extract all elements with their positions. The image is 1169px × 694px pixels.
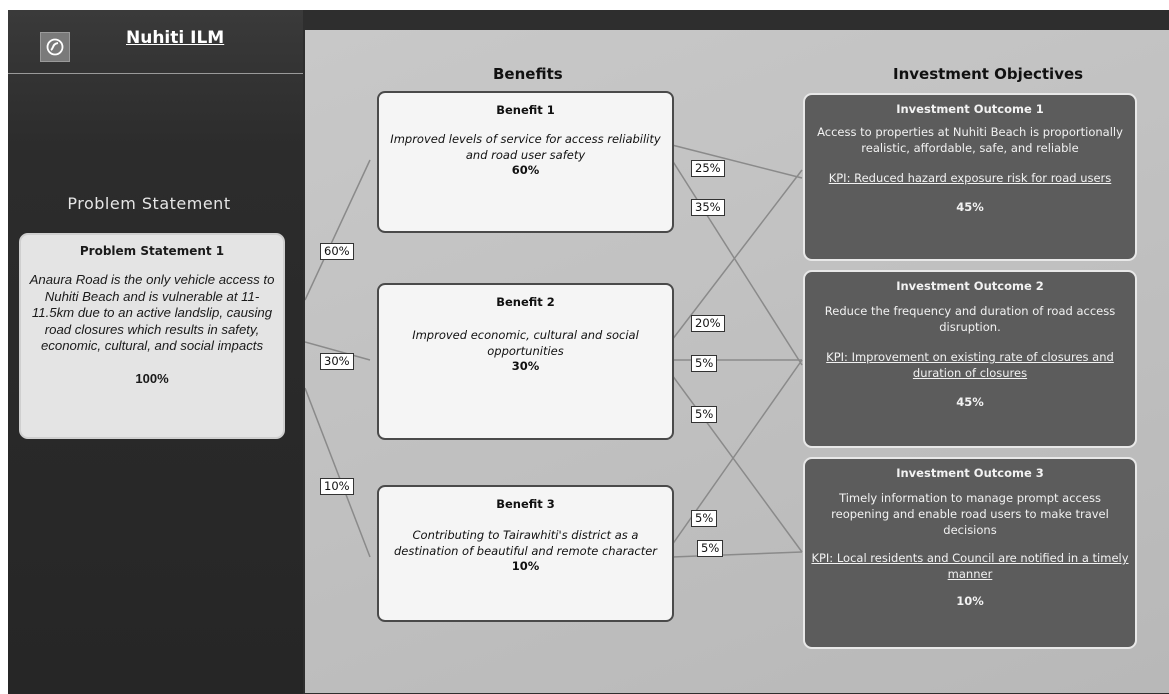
outcome-title: Investment Outcome 2 bbox=[896, 279, 1044, 293]
benefits-heading: Benefits bbox=[493, 65, 563, 83]
app-title: Nuhiti ILM bbox=[126, 28, 225, 48]
problem-statement-card: Problem Statement 1 Anaura Road is the o… bbox=[19, 233, 285, 439]
connector-problem-benefit-1 bbox=[305, 159, 371, 301]
connector-problem-benefit-2 bbox=[305, 341, 371, 361]
outcome-kpi: KPI: Local residents and Council are not… bbox=[811, 551, 1129, 581]
outcome-kpi: KPI: Improvement on existing rate of clo… bbox=[826, 350, 1114, 380]
outcome-title: Investment Outcome 3 bbox=[896, 466, 1044, 480]
weight-label-b3-o3: 5% bbox=[697, 540, 724, 557]
outcome-title: Investment Outcome 1 bbox=[896, 102, 1044, 116]
benefit-percent: 60% bbox=[511, 163, 540, 177]
problem-statement-title: Problem Statement 1 bbox=[79, 244, 225, 258]
investment-objectives-heading: Investment Objectives bbox=[893, 65, 1084, 83]
connector-b1-o1 bbox=[671, 144, 803, 179]
outcome-description: Timely information to manage prompt acce… bbox=[831, 491, 1109, 537]
connector-b1-o2 bbox=[671, 159, 803, 366]
connector-b2-o3 bbox=[671, 374, 803, 553]
outcome-kpi: KPI: Reduced hazard exposure risk for ro… bbox=[828, 171, 1112, 185]
weight-label-problem-benefit-2: 30% bbox=[320, 353, 354, 370]
weight-label-b1-o1: 25% bbox=[691, 160, 725, 177]
investment-outcome-card-2: Investment Outcome 2 Reduce the frequenc… bbox=[803, 270, 1137, 448]
connector-b3-o3 bbox=[671, 551, 803, 558]
weight-label-b2-o1: 20% bbox=[691, 315, 725, 332]
weight-label-b2-o3: 5% bbox=[691, 406, 718, 423]
divider bbox=[8, 73, 303, 74]
problem-statement-percent: 100% bbox=[135, 370, 169, 386]
diagram-canvas: Benefits Investment Objectives Benefit 1… bbox=[305, 30, 1169, 693]
problem-statement-heading: Problem Statement bbox=[67, 194, 231, 213]
outcome-percent: 10% bbox=[956, 594, 984, 608]
benefit-title: Benefit 1 bbox=[496, 103, 555, 117]
benefit-percent: 10% bbox=[511, 559, 540, 573]
investment-outcome-card-1: Investment Outcome 1 Access to propertie… bbox=[803, 93, 1137, 261]
weight-label-problem-benefit-3: 10% bbox=[320, 478, 354, 495]
connector-problem-benefit-3 bbox=[305, 387, 371, 558]
weight-label-problem-benefit-1: 60% bbox=[320, 243, 354, 260]
outcome-percent: 45% bbox=[956, 395, 984, 409]
app-frame: Nuhiti ILM Problem Statement bbox=[8, 10, 1169, 694]
outcome-percent: 45% bbox=[956, 200, 984, 214]
benefit-description: Improved economic, cultural and social o… bbox=[412, 328, 639, 358]
benefit-card-1: Benefit 1 Improved levels of service for… bbox=[377, 91, 674, 233]
s-swirl-logo-icon bbox=[40, 32, 70, 62]
benefit-description: Improved levels of service for access re… bbox=[390, 132, 661, 162]
outcome-description: Reduce the frequency and duration of roa… bbox=[824, 304, 1116, 334]
benefit-card-3: Benefit 3 Contributing to Tairawhiti's d… bbox=[377, 485, 674, 622]
benefit-card-2: Benefit 2 Improved economic, cultural an… bbox=[377, 283, 674, 440]
benefit-title: Benefit 3 bbox=[496, 497, 555, 511]
weight-label-b2-o2: 5% bbox=[691, 355, 718, 372]
benefit-percent: 30% bbox=[511, 359, 540, 373]
benefit-title: Benefit 2 bbox=[496, 295, 555, 309]
outcome-description: Access to properties at Nuhiti Beach is … bbox=[817, 125, 1123, 155]
investment-outcome-card-3: Investment Outcome 3 Timely information … bbox=[803, 457, 1137, 649]
benefit-description: Contributing to Tairawhiti's district as… bbox=[393, 528, 658, 558]
problem-statement-description: Anaura Road is the only vehicle access t… bbox=[29, 272, 275, 353]
connector-b2-o1 bbox=[671, 169, 803, 341]
weight-label-b3-o2: 5% bbox=[691, 510, 718, 527]
weight-label-b1-o2: 35% bbox=[691, 199, 725, 216]
